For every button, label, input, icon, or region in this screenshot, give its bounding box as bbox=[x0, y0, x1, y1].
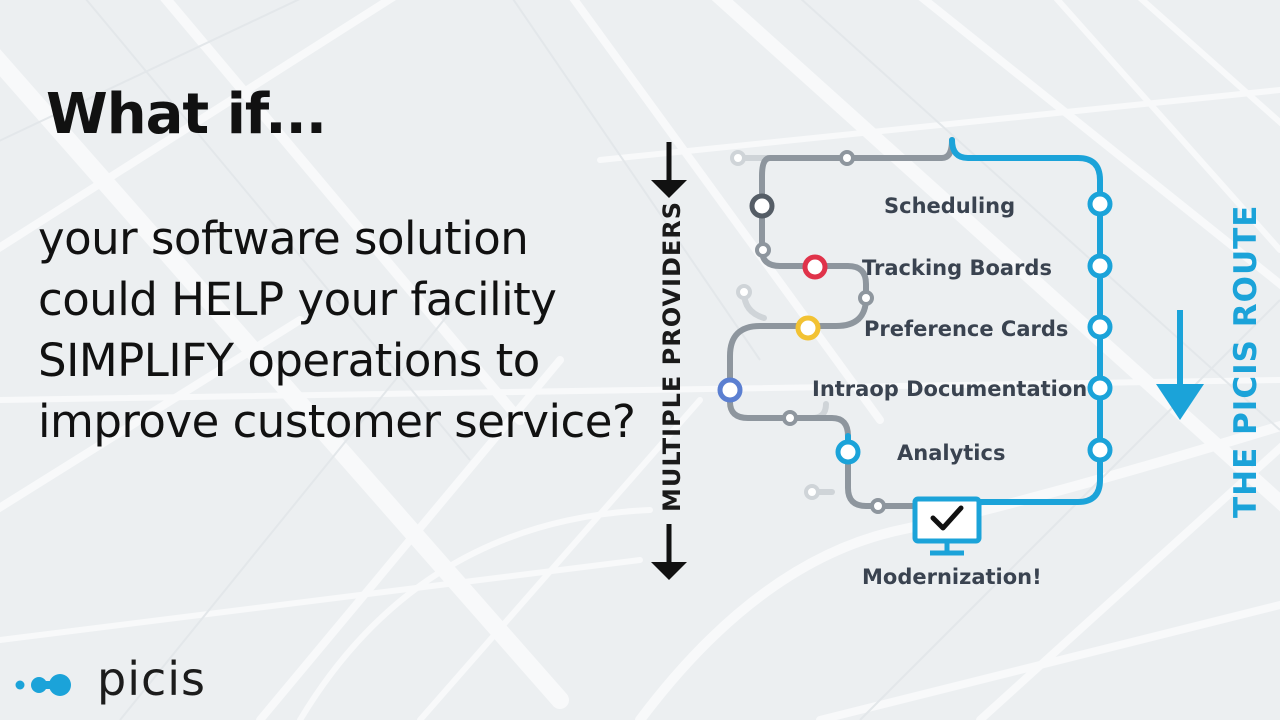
picis-route-label: THE PICIS ROUTE bbox=[1228, 205, 1264, 518]
arrow-down-icon bbox=[1156, 310, 1204, 420]
stop-label: Scheduling bbox=[884, 194, 1015, 218]
stop-marker-dark bbox=[749, 193, 775, 219]
stop-marker-indigo bbox=[717, 377, 743, 403]
stop-marker-red bbox=[802, 254, 828, 280]
picis-stops bbox=[1087, 191, 1113, 463]
multiple-providers-label: MULTIPLE PROVIDERS bbox=[658, 201, 686, 512]
stop-label: Intraop Documentation bbox=[812, 377, 1087, 401]
question-text: your software solution could HELP your f… bbox=[38, 212, 636, 448]
stop-label: Tracking Boards bbox=[862, 256, 1052, 280]
provider-stops bbox=[730, 150, 886, 514]
stop-label: Preference Cards bbox=[864, 317, 1068, 341]
arrow-down-icon bbox=[651, 142, 687, 198]
brand-name: picis bbox=[97, 652, 207, 706]
picis-logo-mark bbox=[15, 674, 71, 696]
destination-label: Modernization! bbox=[862, 565, 1042, 589]
stop-marker-yellow bbox=[795, 315, 821, 341]
headline: What if... bbox=[46, 82, 327, 147]
stop-label: Analytics bbox=[897, 441, 1005, 465]
stop-marker-blue bbox=[835, 439, 861, 465]
monitor-check-icon bbox=[912, 496, 982, 556]
arrow-down-icon bbox=[651, 524, 687, 580]
